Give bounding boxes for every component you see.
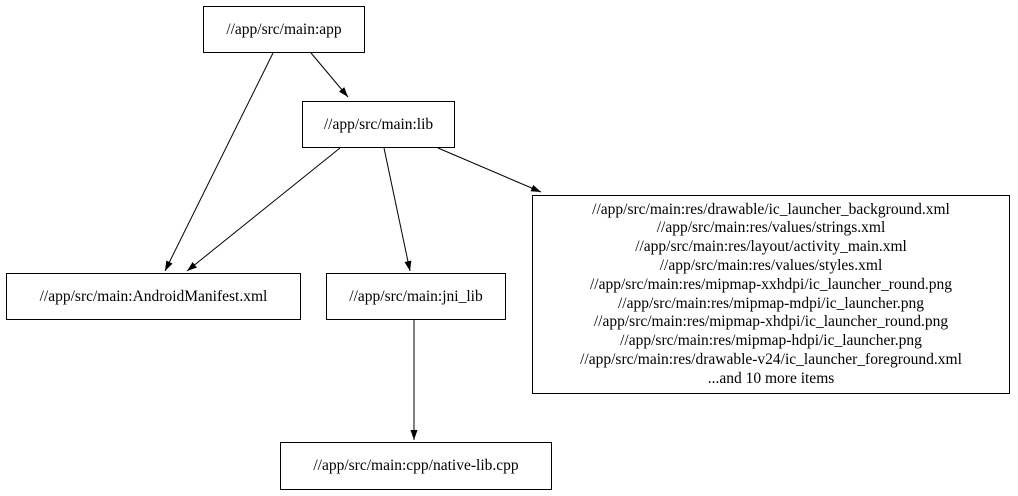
edge-app-to-manifest bbox=[164, 52, 274, 272]
node-lib: //app/src/main:lib bbox=[302, 101, 455, 148]
node-android-manifest-label: //app/src/main:AndroidManifest.xml bbox=[39, 287, 268, 305]
res-file-line: //app/src/main:res/mipmap-mdpi/ic_launch… bbox=[617, 294, 925, 312]
edge-lib-to-jni-lib bbox=[383, 147, 412, 272]
edge-lib-to-res-group bbox=[437, 147, 542, 193]
node-resources-group: //app/src/main:res/drawable/ic_launcher_… bbox=[532, 195, 1010, 394]
res-file-line: //app/src/main:res/drawable-v24/ic_launc… bbox=[580, 350, 962, 368]
res-file-line: //app/src/main:res/values/styles.xml bbox=[659, 256, 883, 274]
node-jni-lib-label: //app/src/main:jni_lib bbox=[349, 287, 483, 305]
node-app: //app/src/main:app bbox=[203, 6, 365, 53]
res-more-items-line: ...and 10 more items bbox=[707, 369, 835, 387]
node-native-lib-cpp: //app/src/main:cpp/native-lib.cpp bbox=[280, 442, 552, 490]
res-file-line: //app/src/main:res/mipmap-xxhdpi/ic_laun… bbox=[589, 275, 952, 293]
res-file-line: //app/src/main:res/mipmap-xhdpi/ic_launc… bbox=[593, 313, 949, 331]
node-native-lib-cpp-label: //app/src/main:cpp/native-lib.cpp bbox=[313, 457, 519, 474]
node-lib-label: //app/src/main:lib bbox=[323, 115, 434, 133]
node-android-manifest: //app/src/main:AndroidManifest.xml bbox=[6, 273, 301, 320]
res-file-line: //app/src/main:res/mipmap-hdpi/ic_launch… bbox=[620, 332, 922, 350]
res-file-line: //app/src/main:res/layout/activity_main.… bbox=[635, 238, 907, 256]
edge-lib-to-manifest bbox=[186, 147, 341, 272]
res-file-line: //app/src/main:res/drawable/ic_launcher_… bbox=[592, 200, 950, 218]
res-file-line: //app/src/main:res/values/strings.xml bbox=[656, 219, 886, 237]
edge-app-to-lib bbox=[310, 52, 349, 98]
node-jni-lib: //app/src/main:jni_lib bbox=[326, 273, 506, 320]
node-app-label: //app/src/main:app bbox=[226, 20, 342, 38]
